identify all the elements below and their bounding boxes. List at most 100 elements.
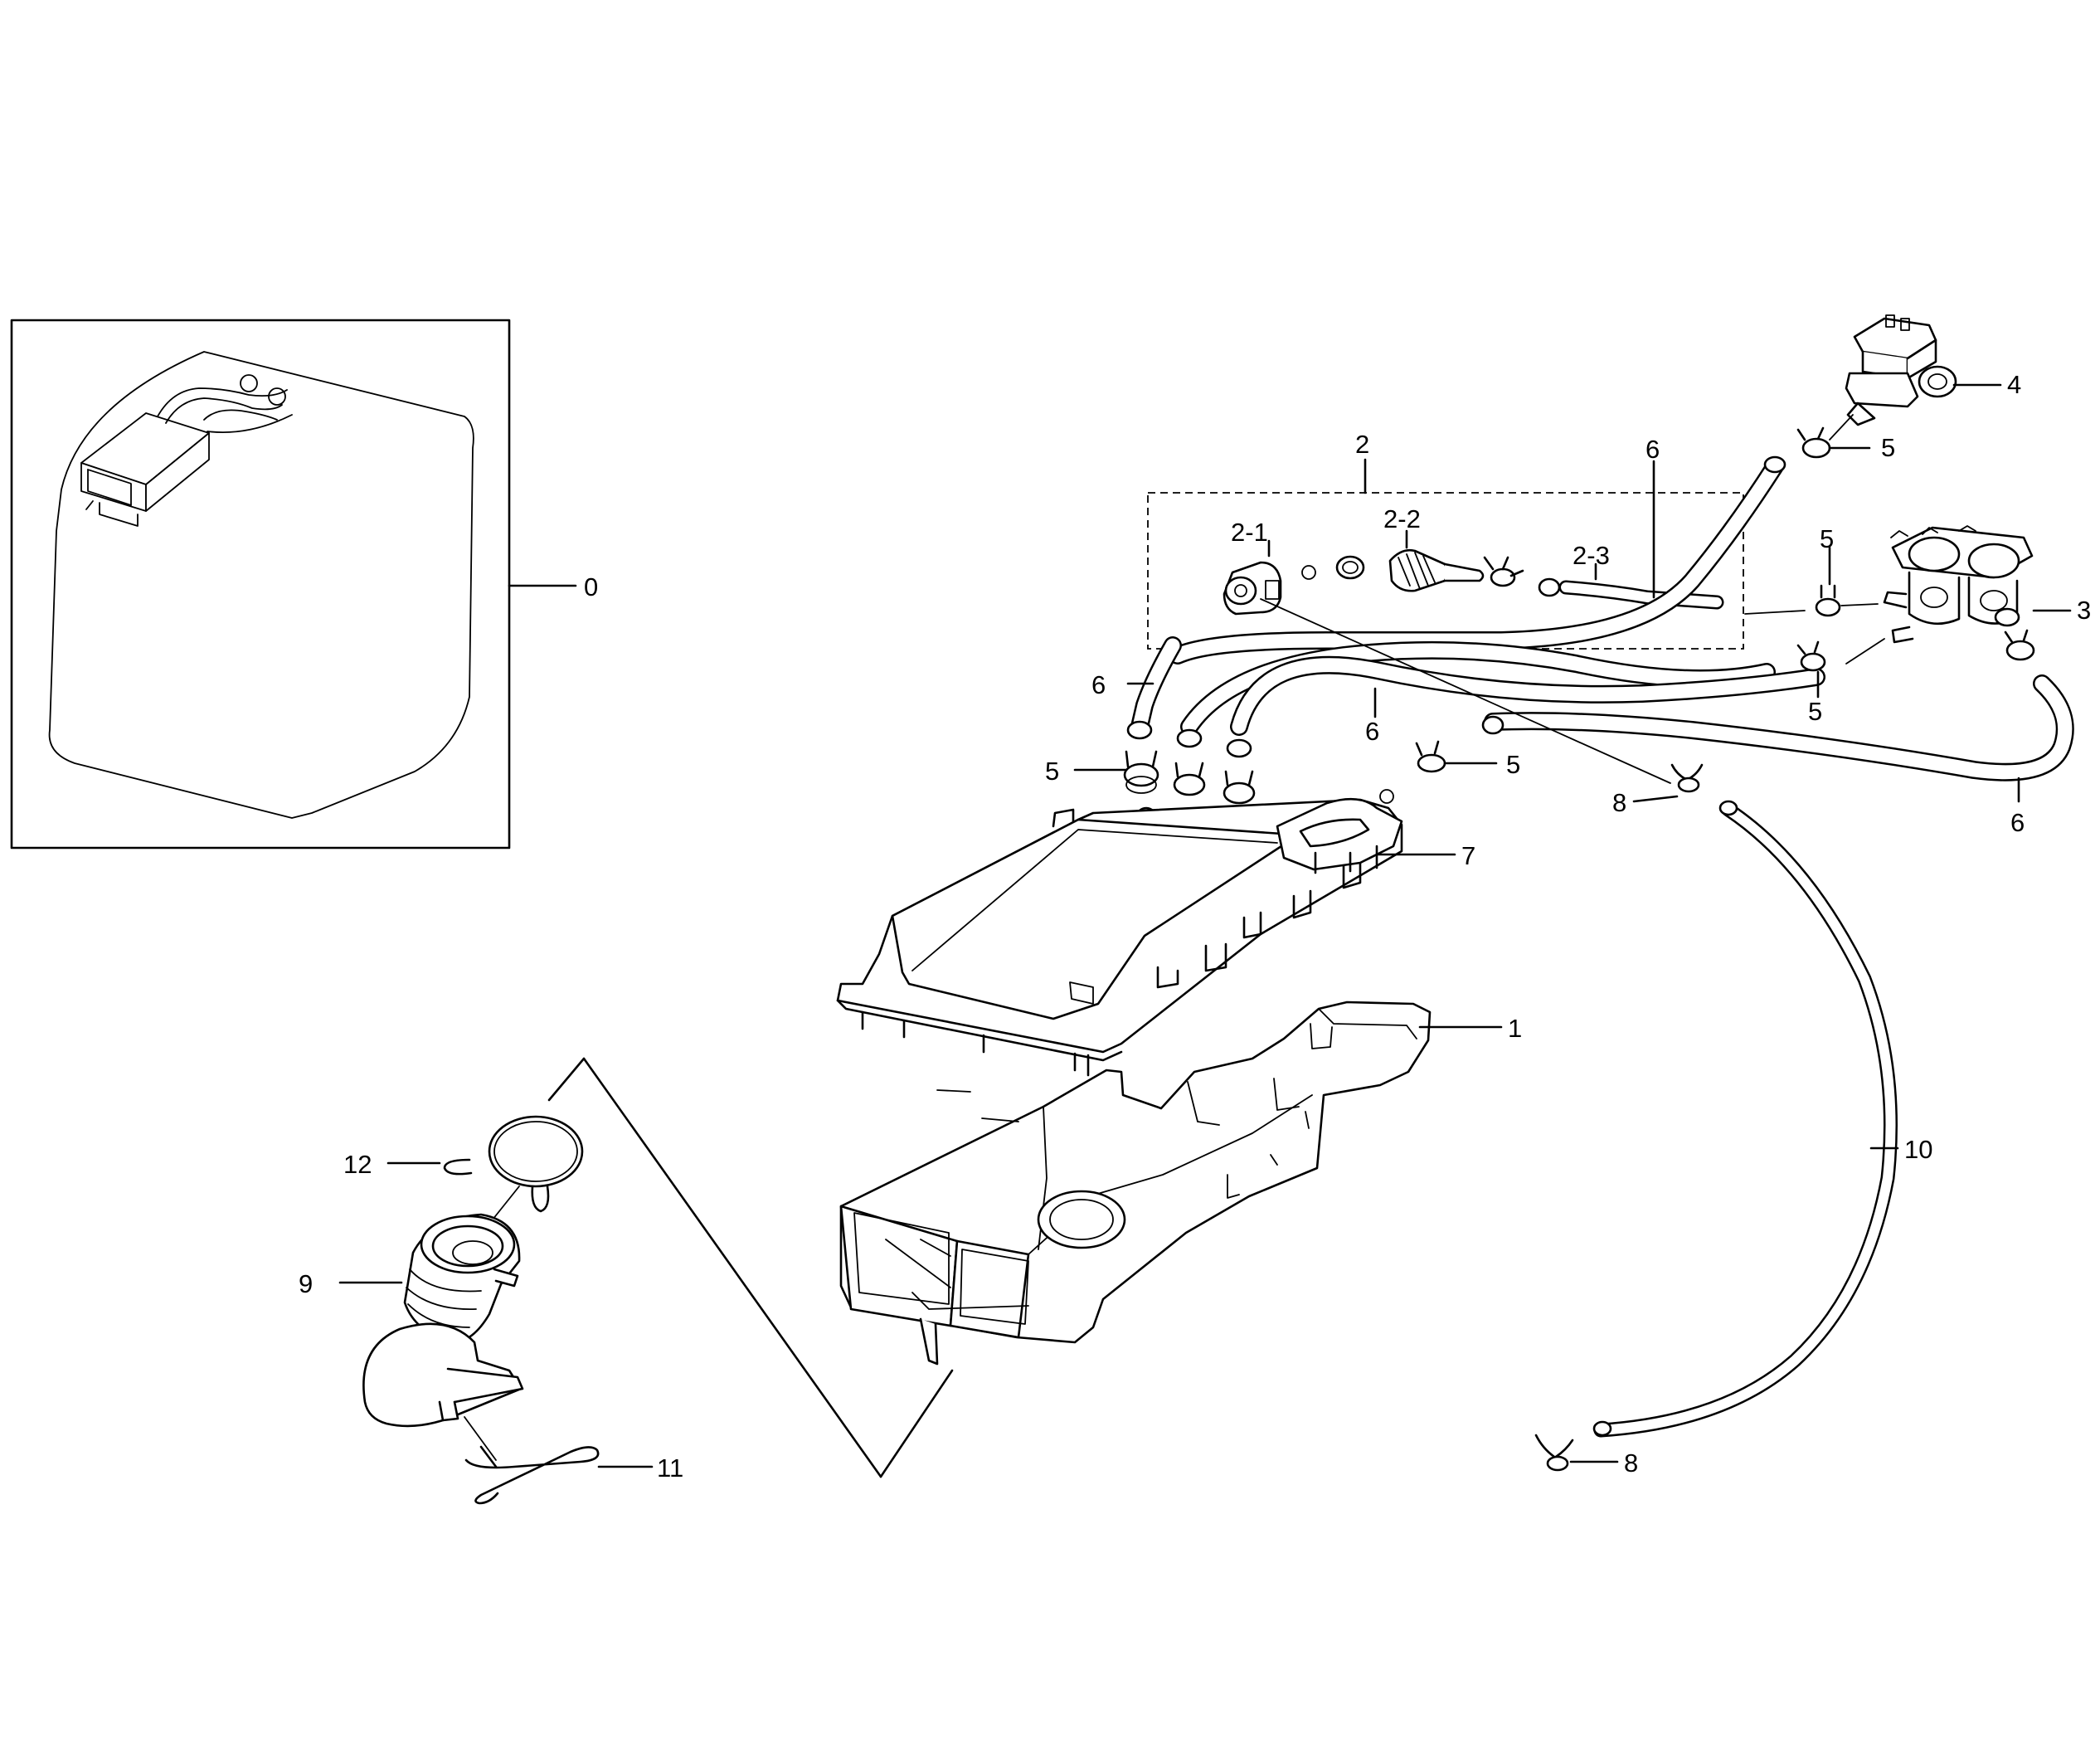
clamp-5b-ears [1820,584,1836,599]
small-ring [1301,565,1316,580]
lid-rear-tab [1052,808,1075,828]
kit-clamp-ring [1490,567,1516,587]
housing-inner-lines [885,1239,951,1288]
siphon-breaker [1223,561,1282,616]
callout-label-5c: 5 [1808,697,1822,726]
clamp-5f-ring [1173,773,1206,796]
inset-drawer-tab [85,500,94,510]
bellows-mouth-inner [431,1224,504,1268]
bellows-elbow [362,1322,523,1428]
leader-siphon-to-clip [1260,598,1671,784]
callout-label-0: 0 [584,572,598,601]
spring-clip-tail [479,1445,498,1468]
callout-label-2-2: 2-2 [1383,504,1421,533]
callout-label-5a: 5 [1881,433,1895,462]
housing-opening-right [960,1249,1029,1325]
inset-valve-b [268,387,286,406]
valve-4-body [1845,372,1919,408]
callout-label-6d: 6 [2010,808,2025,837]
clip-8a-ring [1677,777,1700,793]
callout-label-2: 2 [1355,430,1369,459]
o-ring-inner [1342,561,1359,574]
hose-end-d [1481,715,1505,735]
valve-3-port-b [1980,590,2008,611]
valve-3-coil-b [1967,543,2020,579]
clamp-5a-ears [1796,426,1825,441]
valve-3-outlet-b [1891,626,1914,644]
clamp-ring-tab-b [531,1185,550,1213]
kit-clamp-ears [1483,556,1524,577]
lid-panel-edge [911,829,1278,971]
lid-latch [1069,981,1094,1005]
siphon-breaker-port [1224,576,1257,606]
clamp-5c-ring [1800,652,1826,672]
clamp-ring-outer [488,1115,584,1188]
drain-hose-assembly [1260,598,1898,1472]
water-valve-dual [1883,525,2034,644]
bellows-flange [446,1367,524,1404]
callout-label-1: 1 [1508,1014,1522,1043]
callout-label-6a: 6 [1645,435,1660,464]
lid-front-edge [836,999,1123,1062]
inset-drawer-handle [99,502,139,527]
hose-9-top-end [1718,800,1738,816]
clamp-5e-band [1125,776,1157,794]
valve-4-terminal-b [1900,318,1910,331]
clamp-5b [1815,584,1841,617]
inset-valve-a [240,374,258,392]
clamp-5g-ears [1224,770,1254,786]
lid-port-right [1379,789,1394,804]
callout-label-8b: 8 [1624,1448,1638,1478]
hose-6d-fill [1232,658,1824,734]
callout-label-2-1: 2-1 [1231,518,1268,547]
callout-label-6b: 6 [1091,670,1106,699]
hose-9-outline [1593,802,1898,1438]
bellows-throat [452,1240,493,1265]
clamps [1123,426,2035,853]
bellows-clip [493,1268,519,1288]
hose-end-a [1126,720,1153,740]
housing-outlet-inner [1049,1199,1114,1240]
hose-6a-outline [1169,457,1784,665]
leader-valve3-clamp [1845,638,1885,665]
hose-6b-fill [1132,638,1180,734]
lid-siphon-legs [1314,845,1378,874]
hose-9-bottom-end [1592,1420,1612,1437]
o-ring [1335,555,1365,580]
valve-4-coil-side [1906,338,1937,380]
valve-3-body-a [1908,571,1961,626]
lid-side-clips-2 [1292,861,1362,919]
callout-label-3: 3 [2077,596,2091,625]
valve-4-outlet [1846,402,1876,426]
kit-clamp [1483,556,1524,587]
clamp-5d-ears [2004,629,2029,644]
kit-ring [1538,577,1561,597]
bellows-breakout: 12 9 11 [299,1057,954,1505]
housing-opening-left [853,1212,950,1305]
water-valve-single [1845,314,1957,426]
clamp-5h-ring [1417,753,1446,773]
clamp-5f [1173,762,1206,796]
callout-label-12: 12 [343,1150,372,1179]
housing-details [1227,1111,1310,1199]
inset-drawer-opening [87,469,132,506]
leader-valve4-clamp [1829,414,1854,441]
clamp-5g [1223,770,1256,805]
callout-label-6c: 6 [1365,717,1379,746]
clip-8a [1670,763,1704,793]
lid-siphon-housing [1276,797,1403,871]
spring-clip [464,1416,600,1505]
callout-label-4: 4 [2007,370,2021,399]
housing-inner-ridges [936,1089,1019,1122]
lid-front-tabs [861,1010,1090,1077]
bellows-flange-tab [438,1400,459,1422]
clamp-5c-ears [1796,640,1820,655]
valve-4-inlet [1918,365,1957,398]
clamp-5a [1796,426,1831,459]
inset-cabinet-outline [48,351,474,819]
spring-clip-wire [464,1446,600,1505]
clamp-5d-ring [2005,640,2035,661]
hose-end-c [1226,738,1252,758]
assembly-inset: 0 [10,319,598,850]
